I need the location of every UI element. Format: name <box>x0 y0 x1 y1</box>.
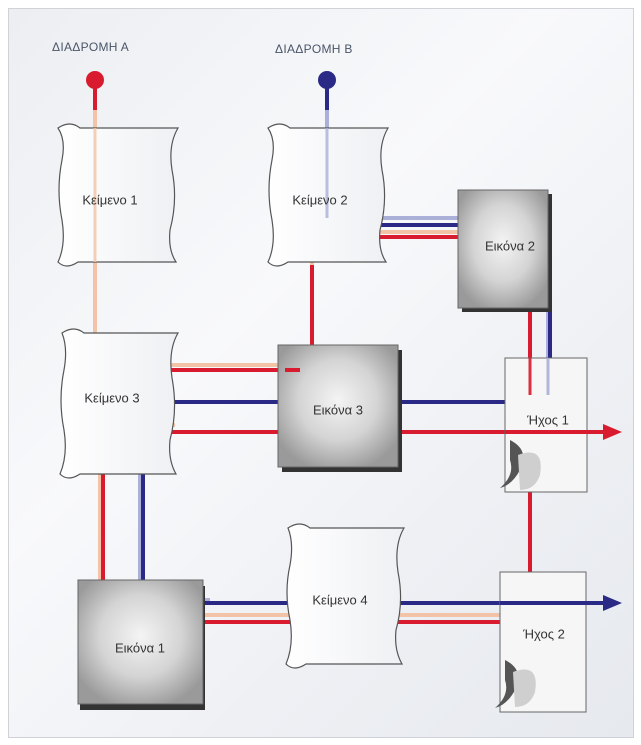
node-sound1-label: Ήχος 1 <box>527 413 569 428</box>
node-image1-label: Εικόνα 1 <box>115 641 165 656</box>
node-image2-label: Εικόνα 2 <box>485 239 535 254</box>
route-b-label: ΔΙΑΔΡΟΜΗ Β <box>275 42 353 56</box>
node-sound2-label: Ήχος 2 <box>523 627 565 642</box>
node-text1-label: Κείμενο 1 <box>82 193 137 208</box>
route-b-start-icon <box>318 71 336 89</box>
node-text4-label: Κείμενο 4 <box>312 593 367 608</box>
node-text2-label: Κείμενο 2 <box>292 193 347 208</box>
node-text3-label: Κείμενο 3 <box>84 391 139 406</box>
route-a-label: ΔΙΑΔΡΟΜΗ Α <box>52 40 129 54</box>
route-a-start-icon <box>86 71 104 89</box>
sound-icon <box>495 572 586 712</box>
node-image3-label: Εικόνα 3 <box>313 403 363 418</box>
